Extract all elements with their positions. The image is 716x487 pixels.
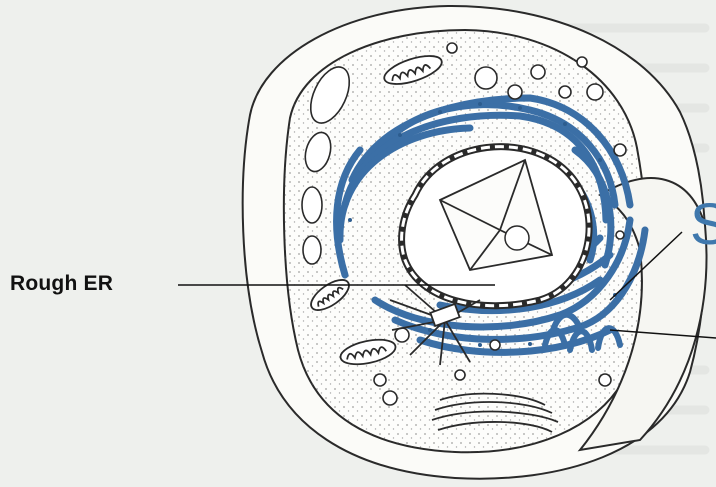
rough-er-label: Rough ER	[10, 272, 113, 296]
membrane-vesicle	[383, 391, 397, 405]
cut-off-label: S	[690, 196, 716, 254]
nucleolus	[505, 226, 529, 250]
